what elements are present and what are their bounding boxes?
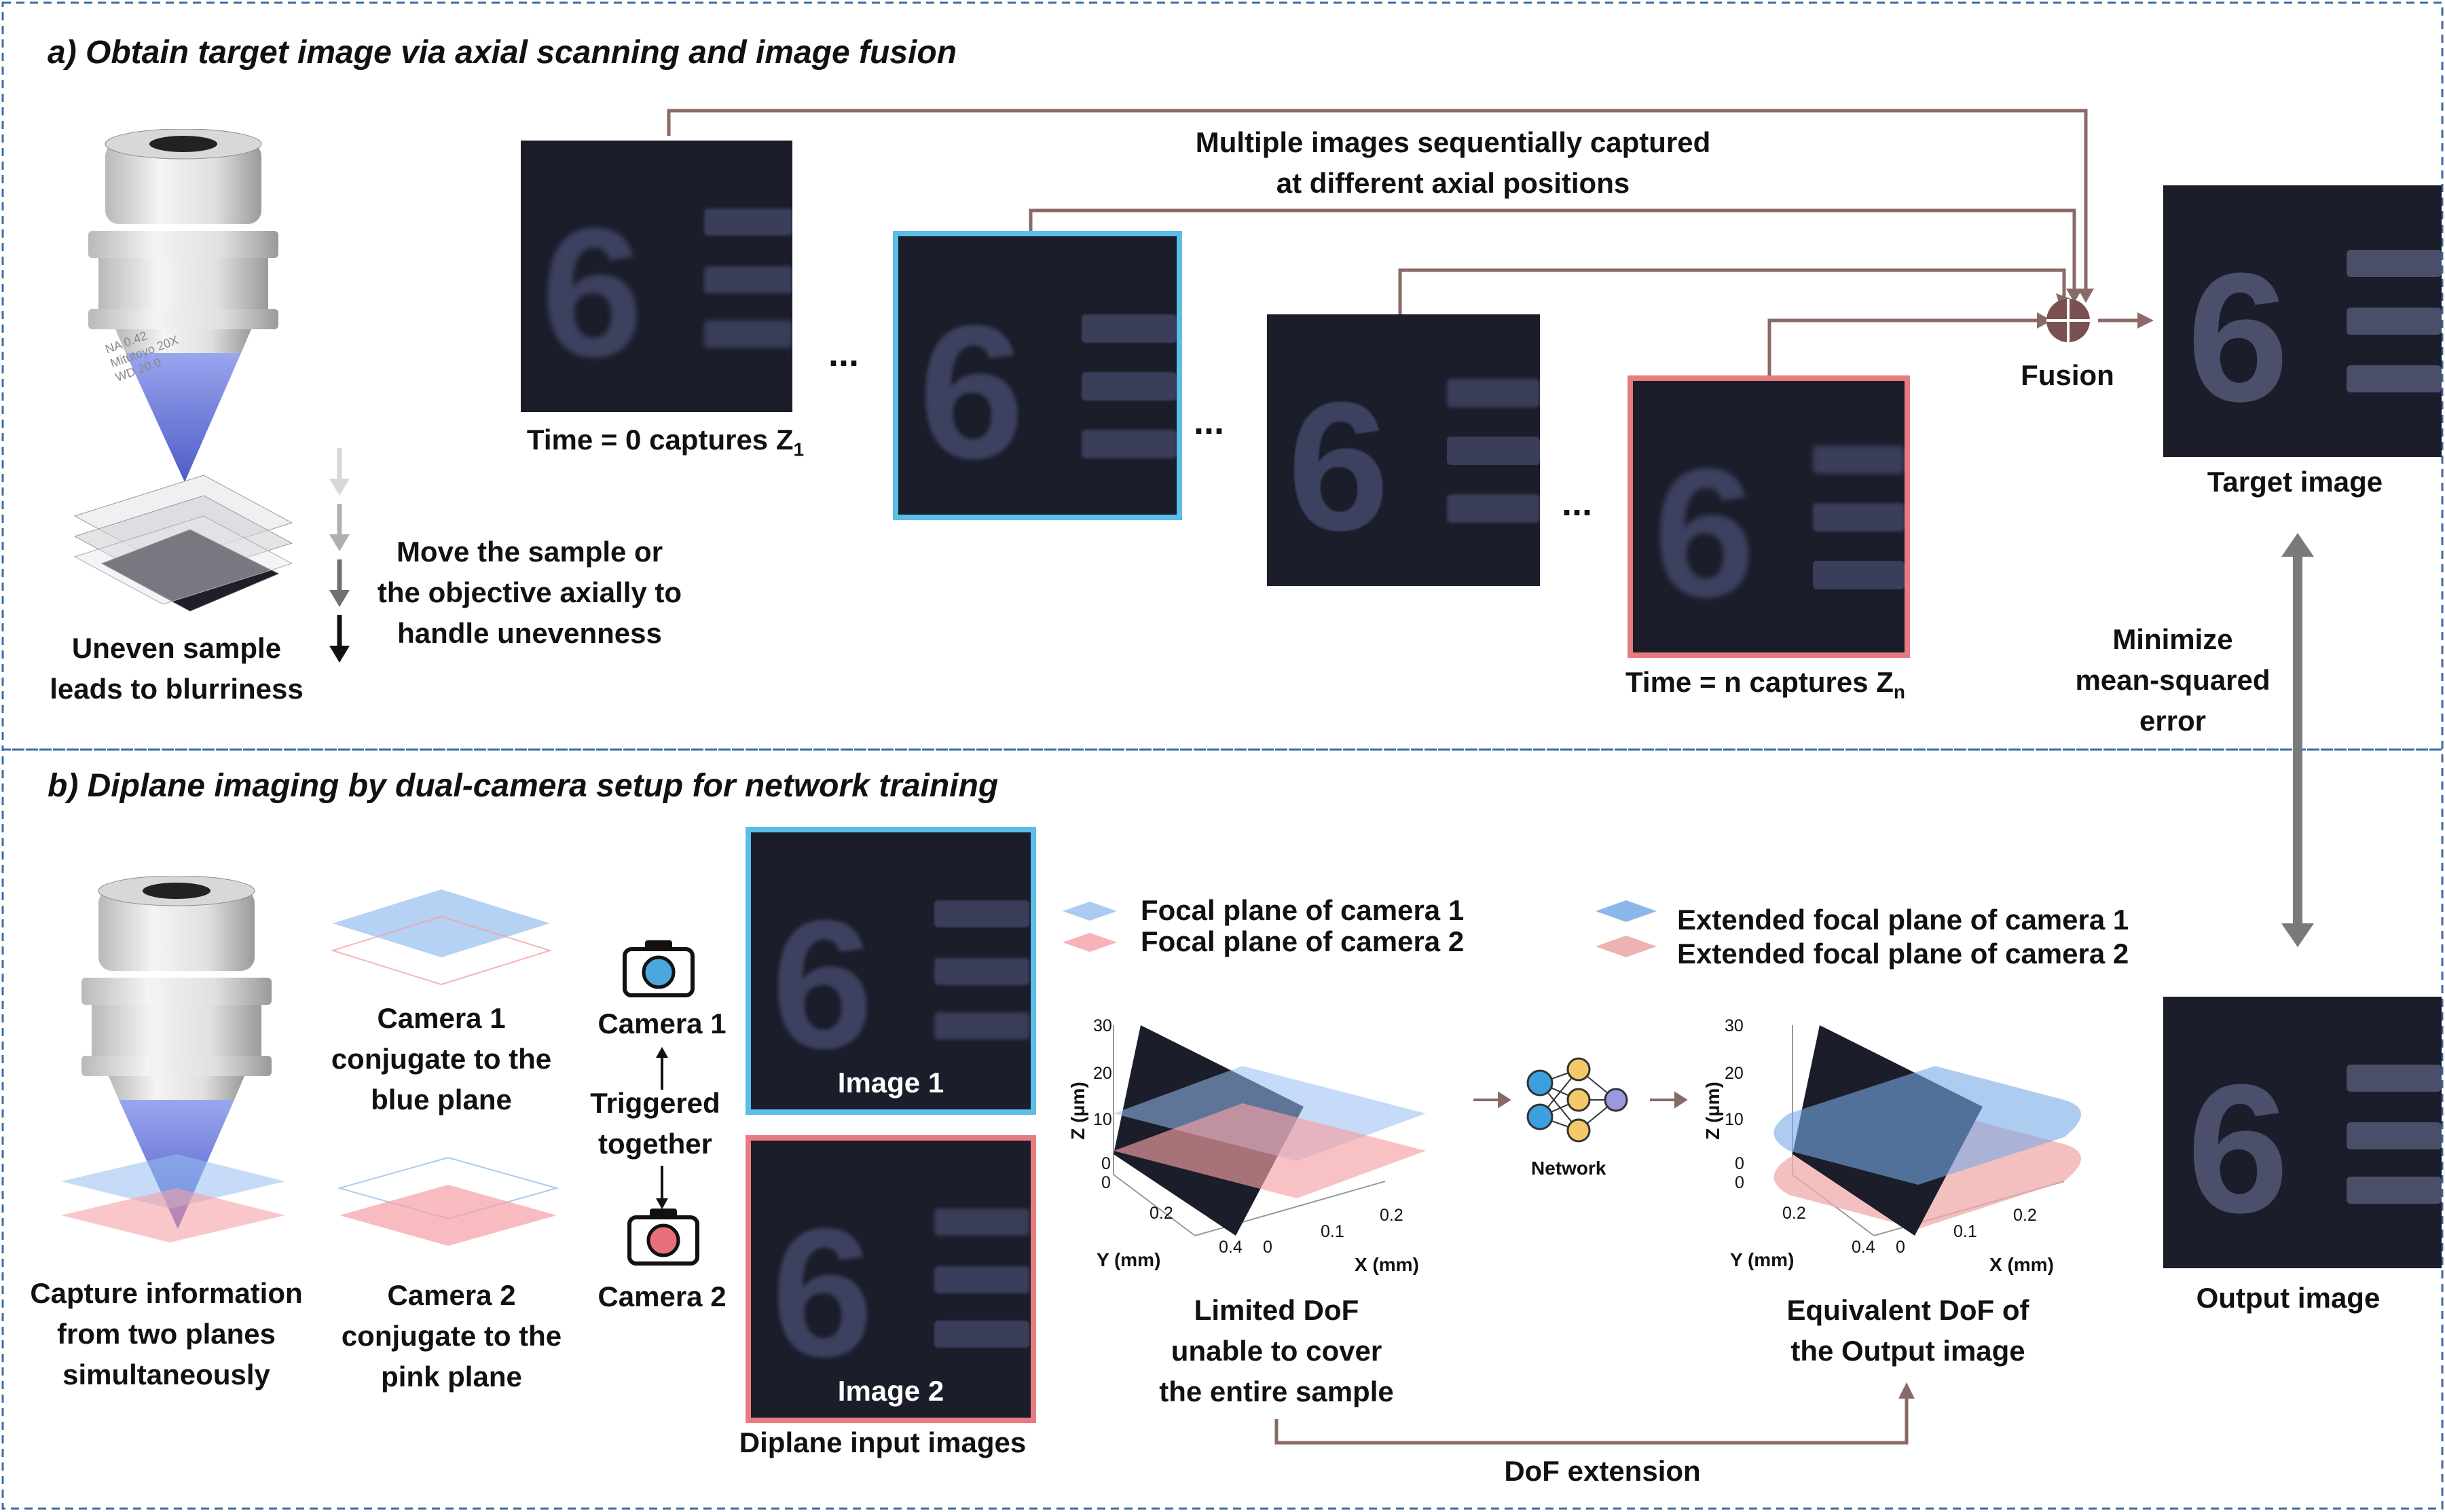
camera2-label: Camera 2	[598, 1280, 727, 1312]
z-tick-r: 10	[1725, 1110, 1744, 1129]
y-tick-r: 0.2	[1782, 1204, 1806, 1223]
target-image-label: Target image	[2207, 466, 2383, 498]
two-planes-icon	[61, 1154, 285, 1242]
output-image: 6	[2163, 997, 2442, 1268]
timen-caption: Time = n captures Zn	[1625, 666, 1905, 703]
y-tick-r: 0.4	[1852, 1238, 1875, 1257]
y-tick-r: 0	[1735, 1173, 1744, 1192]
y-axis-label: Y (mm)	[1097, 1249, 1161, 1270]
output-image-label: Output image	[2196, 1282, 2380, 1314]
x-tick: 0	[1263, 1238, 1272, 1257]
z-tick-r: 20	[1725, 1064, 1744, 1083]
y-tick: 0	[1101, 1173, 1111, 1192]
target-image: 6	[2163, 185, 2442, 457]
dof-extension-label: DoF extension	[1504, 1455, 1701, 1487]
image1-label: Image 1	[837, 1067, 944, 1099]
camera2-icon	[627, 1209, 699, 1266]
captured-image-zk: 6	[1267, 314, 1540, 586]
network-label: Network	[1531, 1158, 1606, 1179]
panel-a-heading: a) Obtain target image via axial scannin…	[48, 35, 957, 71]
ellipsis-1: ...	[828, 333, 860, 374]
z-tick-r: 30	[1725, 1016, 1744, 1035]
trigger-up-arrow	[656, 1047, 668, 1090]
x-tick-r: 0.1	[1953, 1222, 1977, 1241]
diplane-caption: Diplane input images	[739, 1426, 1027, 1458]
camera1-icon	[623, 940, 695, 997]
y-axis-label-r: Y (mm)	[1730, 1249, 1795, 1270]
ellipsis-2: ...	[1194, 401, 1225, 442]
x-tick: 0.1	[1321, 1222, 1344, 1241]
legend-right-swatches	[1596, 900, 1657, 957]
fusion-icon	[2046, 299, 2090, 342]
fusion-label: Fusion	[2021, 359, 2114, 391]
trigger-down-arrow	[656, 1166, 668, 1209]
y-tick: 0.2	[1150, 1204, 1173, 1223]
z-tick: 30	[1093, 1016, 1112, 1035]
x-axis-label: X (mm)	[1355, 1254, 1419, 1275]
extended-dof-plot	[1773, 1025, 2081, 1236]
time0-caption: Time = 0 captures Z1	[526, 424, 805, 460]
panel-b-heading: b) Diplane imaging by dual-camera setup …	[48, 768, 999, 804]
z-tick: 0	[1101, 1154, 1111, 1173]
input-image-1: 6 Image 1	[746, 827, 1036, 1115]
x-tick: 0.2	[1380, 1206, 1403, 1225]
captured-image-zn: 6	[1628, 375, 1910, 658]
x-axis-label-r: X (mm)	[1989, 1254, 2054, 1275]
limited-dof-plot	[1113, 1025, 1426, 1236]
legend-left-swatches	[1063, 902, 1117, 952]
uneven-sample-icon	[73, 475, 293, 612]
objective-lens-icon-b	[81, 876, 272, 1229]
z-tick: 20	[1093, 1064, 1112, 1083]
z-tick-r: 0	[1735, 1154, 1744, 1173]
z-tick: 10	[1093, 1110, 1112, 1129]
x-tick-r: 0.2	[2013, 1206, 2037, 1225]
x-tick-r: 0	[1896, 1238, 1905, 1257]
blue-plane-icon	[330, 889, 553, 986]
ellipsis-3: ...	[1562, 483, 1593, 523]
captured-image-z2: 6	[893, 231, 1182, 520]
captured-image-z1: 6	[521, 141, 792, 412]
camera1-label: Camera 1	[598, 1008, 727, 1039]
objective-lens-icon	[88, 129, 278, 482]
network-icon	[1473, 1057, 1688, 1143]
y-tick: 0.4	[1219, 1238, 1243, 1257]
image2-label: Image 2	[837, 1375, 944, 1407]
axial-move-arrows	[329, 448, 350, 663]
input-image-2: 6 Image 2	[746, 1135, 1036, 1423]
pink-plane-icon	[337, 1156, 559, 1246]
